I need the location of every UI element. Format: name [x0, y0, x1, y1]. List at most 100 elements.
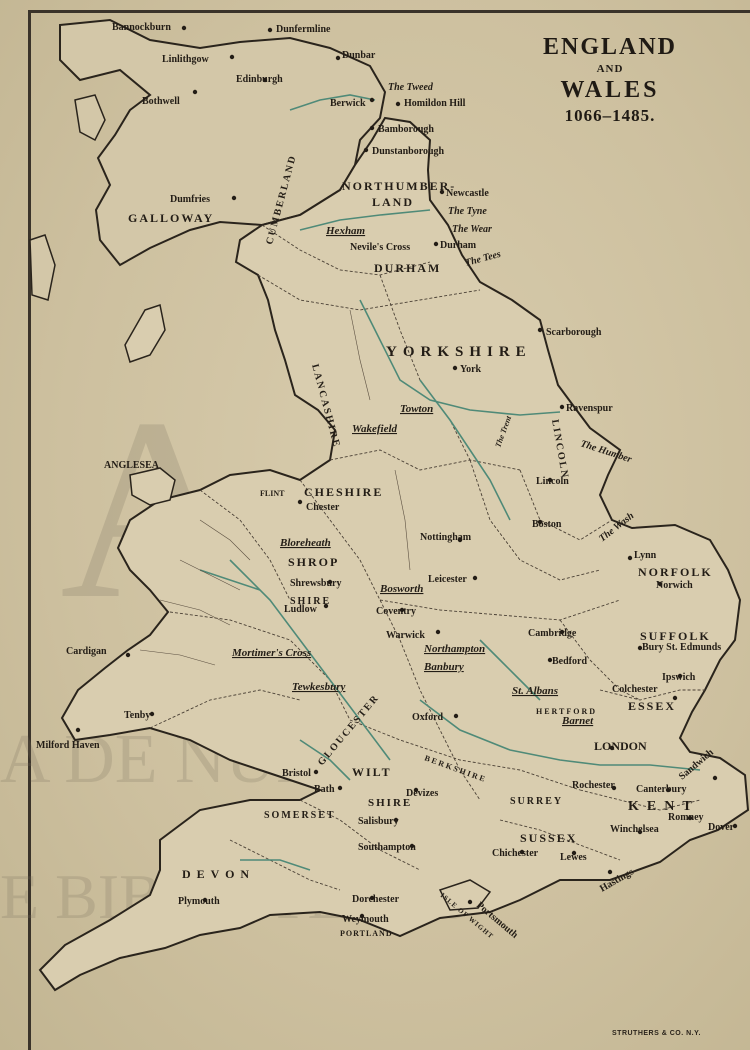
county-label: SURREY [510, 796, 563, 807]
island-wight [438, 879, 492, 911]
town-label: Cambridge [528, 628, 577, 639]
printer-credit: STRUTHERS & CO. N.Y. [612, 1030, 701, 1037]
town-label: Tenby [124, 710, 150, 721]
town-label: Milford Haven [36, 740, 100, 751]
town-label: Chester [306, 502, 340, 513]
battle-label: Mortimer's Cross [231, 647, 311, 659]
town-label: Bury St. Edmunds [642, 642, 721, 653]
county-label: LAND [372, 195, 414, 209]
title-line: ENGLAND [542, 34, 677, 60]
county-label: ANGLESEA [104, 460, 160, 471]
town-label: Warwick [386, 630, 425, 641]
battle-label: Bosworth [379, 583, 423, 595]
county-label: PORTLAND [340, 929, 393, 938]
county-label: ESSEX [628, 699, 676, 713]
town-label: Canterbury [636, 784, 687, 795]
town-label: Scarborough [546, 327, 602, 338]
town-label-london: London [594, 739, 647, 753]
battle-label: Tewkesbury [292, 681, 345, 693]
town-label: Lincoln [536, 476, 569, 487]
town-label: Salisbury [358, 816, 399, 827]
town-label: Bedford [552, 656, 587, 667]
hill-hatching [139, 309, 411, 666]
county-boundaries [149, 224, 705, 891]
county-label: SOMERSET [264, 810, 336, 821]
town-label: Dunfermline [276, 24, 331, 35]
town-label: Dumfries [170, 194, 210, 205]
town-label: Cardigan [66, 646, 107, 657]
map-title: ENGLAND AND WALES 1066–1485. [505, 34, 715, 126]
town-label: Nevile's Cross [350, 242, 410, 253]
title-line: WALES [560, 77, 660, 103]
county-label: NORFOLK [638, 565, 713, 579]
river-label: The Wear [452, 224, 492, 235]
battle-label: Banbury [423, 661, 464, 673]
county-label: SHROP [288, 555, 339, 569]
town-label: Dover [708, 822, 735, 833]
town-label: Lewes [560, 852, 587, 863]
town-label: Newcastle [446, 188, 489, 199]
town-label: Plymouth [178, 896, 220, 907]
town-label: Ludlow [284, 604, 318, 615]
map-border [28, 10, 750, 1050]
battle-label: Towton [400, 403, 433, 415]
town-label: Linlithgow [162, 54, 209, 65]
town-label: Homildon Hill [404, 98, 466, 109]
land-scotland [59, 18, 387, 267]
county-label: KENT [628, 799, 700, 814]
town-label: Romney [668, 812, 704, 823]
town-label: Dorchester [352, 894, 400, 905]
town-label: Berwick [330, 98, 366, 109]
county-label: HERTFORD [536, 707, 597, 716]
town-label: Norwich [656, 580, 693, 591]
county-label: CHESHIRE [304, 485, 383, 499]
county-label: YORKSHIRE [386, 344, 532, 360]
town-label: Nottingham [420, 532, 472, 543]
town-label: Colchester [612, 684, 658, 695]
county-label: DEVON [182, 867, 255, 881]
town-label: Ravenspur [566, 403, 613, 414]
town-markers [75, 25, 738, 919]
town-label: Bamborough [378, 124, 434, 135]
county-label: SUFFOLK [640, 629, 711, 643]
battle-label: Wakefield [352, 423, 398, 435]
town-label: Chichester [492, 848, 539, 859]
town-label: Southampton [358, 842, 416, 853]
town-label: Lynn [634, 550, 657, 561]
title-line: AND [596, 63, 624, 75]
county-label: SHIRE [368, 797, 412, 809]
town-labels: Bannockburn Dunfermline Linlithgow Edinb… [36, 22, 735, 941]
town-label: Oxford [412, 712, 444, 723]
county-label: DURHAM [374, 261, 441, 275]
rivers [199, 94, 701, 871]
town-label: Edinburgh [236, 74, 283, 85]
island-anglesea [129, 467, 176, 506]
town-label: Bothwell [142, 96, 180, 107]
battle-label: Barnet [561, 715, 594, 727]
battle-label: Bloreheath [279, 537, 331, 549]
county-label: GALLOWAY [128, 211, 214, 225]
county-label: FLINT [260, 489, 285, 498]
town-label: Boston [532, 519, 562, 530]
island-man [124, 304, 166, 363]
river-label: The Tees [464, 249, 502, 269]
town-label: Devizes [406, 788, 438, 799]
town-label: Winchelsea [610, 824, 659, 835]
county-label: NORTHUMBER- [342, 179, 456, 193]
town-label: York [460, 364, 482, 375]
town-label: Rochester [572, 780, 615, 791]
town-label: Bristol [282, 768, 311, 779]
town-label: Bannockburn [112, 22, 171, 33]
battle-labels: Hexham Towton Wakefield Bloreheath Boswo… [231, 225, 594, 727]
battle-label: Hexham [325, 225, 366, 237]
town-label: Ipswich [662, 672, 696, 683]
county-label: WILT [352, 765, 392, 779]
town-label: Shrewsbury [290, 578, 342, 589]
county-label: SUSSEX [520, 831, 577, 845]
island-small [74, 94, 106, 142]
county-label: SHIRE [290, 596, 331, 607]
town-label: Bath [314, 784, 335, 795]
town-label: Coventry [376, 606, 416, 617]
